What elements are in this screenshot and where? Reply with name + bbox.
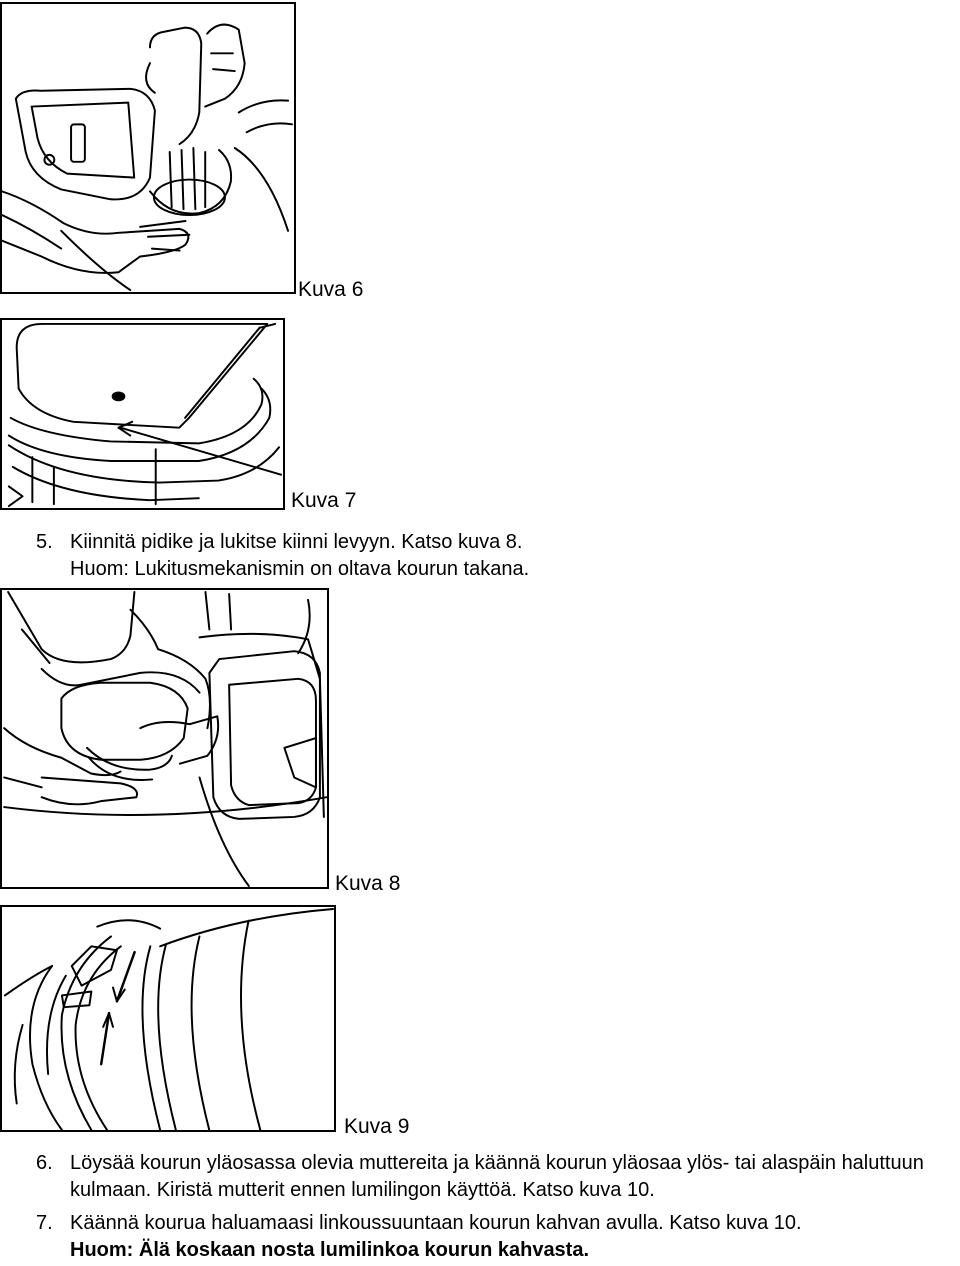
step-6-number: 6. — [36, 1152, 53, 1174]
figure-9-caption: Kuva 9 — [344, 1115, 410, 1138]
step-5: 5. Kiinnitä pidike ja lukitse kiinni lev… — [36, 529, 936, 583]
step-6: 6. Löysää kourun yläosassa olevia mutter… — [36, 1150, 958, 1204]
step-5-note: Huom: Lukitusmekanismin on oltava kourun… — [70, 558, 530, 580]
figure-8-illustration — [0, 588, 329, 889]
figure-6-caption: Kuva 6 — [298, 278, 364, 301]
step-7-text: Käännä kourua haluamaasi linkoussuuntaan… — [70, 1212, 802, 1234]
step-5-number: 5. — [36, 531, 53, 553]
step-7-warning: Huom: Älä koskaan nosta lumilinkoa kouru… — [70, 1239, 590, 1261]
step-6-text-line-1: Löysää kourun yläosassa olevia muttereit… — [70, 1152, 924, 1174]
step-5-text: Kiinnitä pidike ja lukitse kiinni levyyn… — [70, 531, 523, 553]
figure-9-illustration — [0, 905, 336, 1132]
step-6-text-line-2: kulmaan. Kiristä mutterit ennen lumiling… — [70, 1179, 655, 1201]
step-7: 7. Käännä kourua haluamaasi linkoussuunt… — [36, 1210, 936, 1264]
step-7-number: 7. — [36, 1212, 53, 1234]
figure-6-illustration — [0, 2, 296, 294]
figure-8-caption: Kuva 8 — [335, 872, 401, 895]
figure-7-illustration — [0, 318, 285, 510]
figure-7-caption: Kuva 7 — [291, 489, 357, 512]
